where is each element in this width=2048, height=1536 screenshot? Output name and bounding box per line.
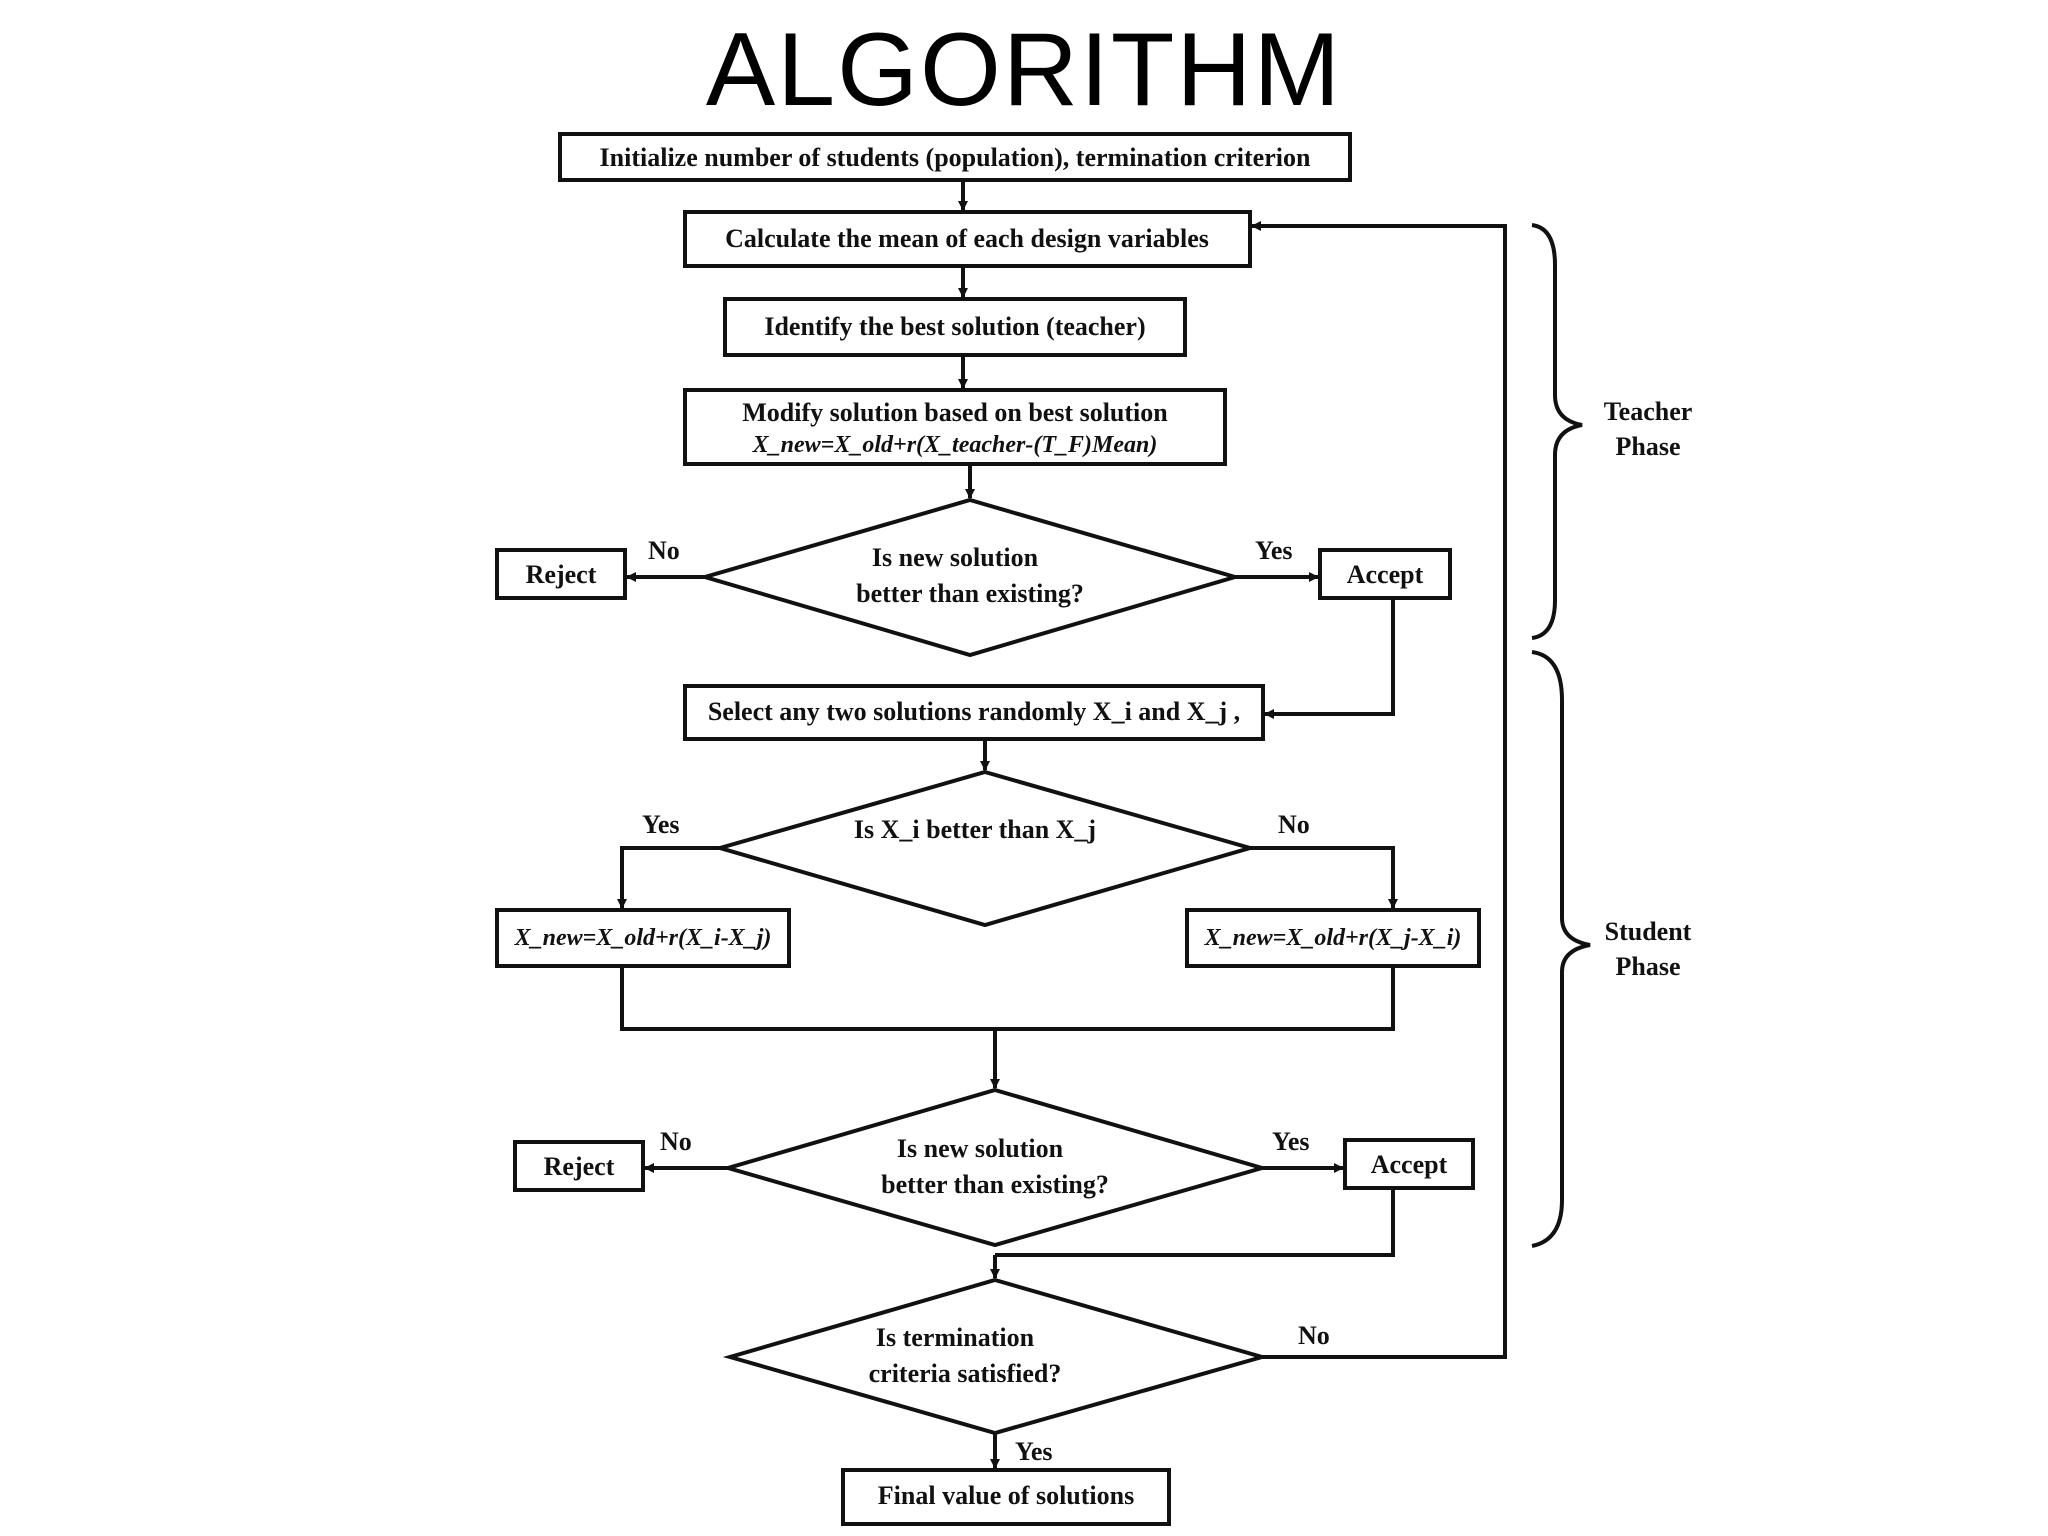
decision1-no-label: No xyxy=(648,536,680,565)
arrow-decision2-yes xyxy=(617,846,720,909)
modify-equation: X_new=X_old+r(X_teacher-(T_F)Mean) xyxy=(752,432,1158,458)
final-box: Final value of solutions xyxy=(841,1468,1171,1526)
update-right-equation: X_new=X_old+r(X_j-X_i) xyxy=(1204,925,1462,951)
decision2-no-label: No xyxy=(1278,810,1310,839)
decision4-text-line1: Is termination xyxy=(876,1323,1035,1352)
accept2-text: Accept xyxy=(1371,1150,1448,1179)
decision3-diamond: Is new solution better than existing? xyxy=(720,1087,1270,1248)
mean-box: Calculate the mean of each design variab… xyxy=(683,210,1252,268)
decision4-text-line2: criteria satisfied? xyxy=(869,1359,1062,1388)
arrow-decision2-no xyxy=(1250,846,1398,909)
select-text: Select any two solutions randomly X_i an… xyxy=(708,697,1240,726)
accept1-box: Accept xyxy=(1318,548,1452,600)
decision1-text-line2: better than existing? xyxy=(856,579,1084,608)
modify-box: Modify solution based on best solution X… xyxy=(683,388,1227,466)
accept2-box: Accept xyxy=(1343,1138,1475,1190)
student-phase-label-line1: Student xyxy=(1605,917,1692,946)
init-text: Initialize number of students (populatio… xyxy=(600,143,1311,172)
teacher-phase-label-line2: Phase xyxy=(1616,432,1681,461)
update-left-equation: X_new=X_old+r(X_i-X_j) xyxy=(514,925,772,951)
teacher-phase-brace xyxy=(1531,223,1583,640)
decision2-yes-label: Yes xyxy=(642,810,680,839)
student-phase-label-line2: Phase xyxy=(1616,952,1681,981)
teacher-phase-label-line1: Teacher xyxy=(1604,397,1693,426)
decision1-text-line1: Is new solution xyxy=(872,543,1039,572)
line-accept2-to-decision4 xyxy=(995,1188,1395,1257)
teacher-text: Identify the best solution (teacher) xyxy=(764,312,1145,341)
connectors xyxy=(617,180,1507,1469)
final-text: Final value of solutions xyxy=(878,1481,1134,1510)
decision3-yes-label: Yes xyxy=(1272,1127,1310,1156)
decision1-diamond: Is new solution better than existing? xyxy=(697,497,1243,658)
merge-line xyxy=(620,966,1395,1031)
modify-text-line1: Modify solution based on best solution xyxy=(742,398,1168,427)
mean-text: Calculate the mean of each design variab… xyxy=(725,224,1209,253)
teacher-box: Identify the best solution (teacher) xyxy=(723,297,1187,357)
accept1-text: Accept xyxy=(1347,560,1424,589)
arrow-decision4-no-loop xyxy=(1251,221,1507,1359)
arrow-accept1-to-select xyxy=(1264,598,1395,719)
select-box: Select any two solutions randomly X_i an… xyxy=(683,684,1265,741)
decision1-yes-label: Yes xyxy=(1255,536,1293,565)
init-box: Initialize number of students (populatio… xyxy=(558,132,1352,182)
student-phase-brace xyxy=(1531,650,1591,1248)
decision2-text: Is X_i better than X_j xyxy=(854,815,1096,844)
decision3-text-line1: Is new solution xyxy=(897,1134,1064,1163)
decision4-no-label: No xyxy=(1298,1321,1330,1350)
reject2-text: Reject xyxy=(544,1152,615,1181)
decision3-text-line2: better than existing? xyxy=(881,1170,1109,1199)
update-right-box: X_new=X_old+r(X_j-X_i) xyxy=(1185,908,1481,968)
decision4-diamond: Is termination criteria satisfied? xyxy=(722,1277,1270,1436)
reject1-text: Reject xyxy=(526,560,597,589)
reject1-box: Reject xyxy=(495,548,627,600)
decision4-yes-label: Yes xyxy=(1015,1437,1053,1466)
reject2-box: Reject xyxy=(513,1140,645,1192)
update-left-box: X_new=X_old+r(X_i-X_j) xyxy=(495,908,791,968)
decision3-no-label: No xyxy=(660,1127,692,1156)
decision2-diamond: Is X_i better than X_j xyxy=(712,769,1258,928)
page-title: ALGORITHM xyxy=(705,12,1343,128)
